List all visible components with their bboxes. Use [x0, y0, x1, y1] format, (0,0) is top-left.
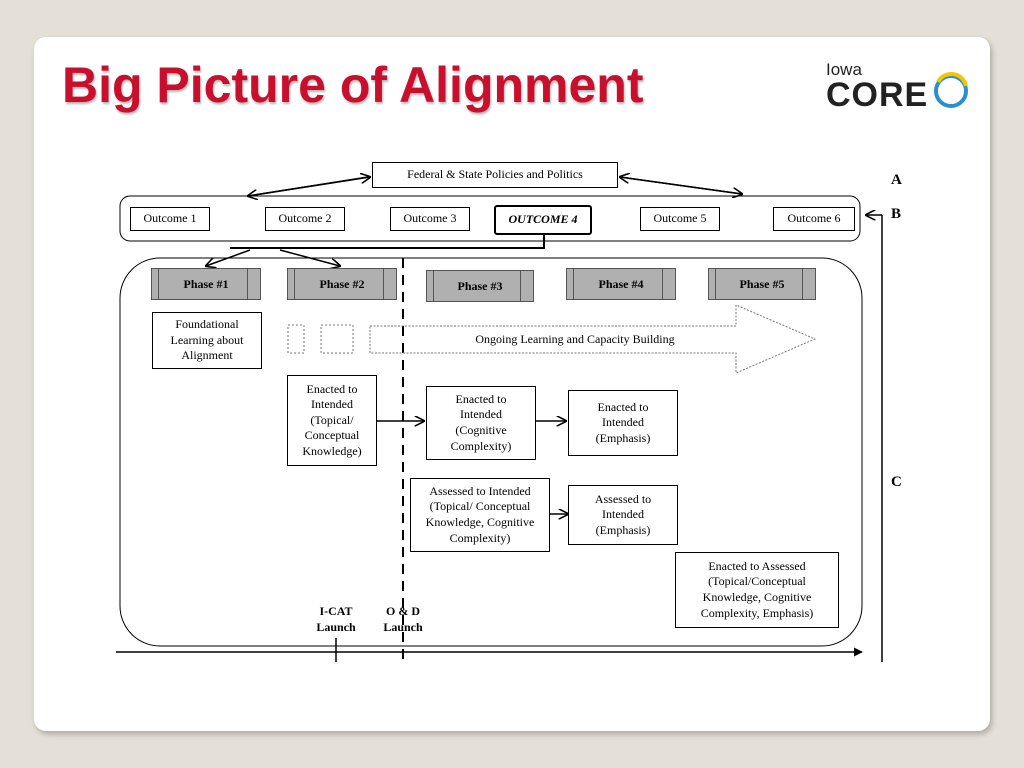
phase-2: Phase #2 [287, 268, 397, 300]
phase-3: Phase #3 [426, 270, 534, 302]
outcome-5: Outcome 5 [640, 207, 720, 231]
phase-1: Phase #1 [151, 268, 261, 300]
logo-small-text: Iowa [826, 60, 862, 79]
outcome-1: Outcome 1 [130, 207, 210, 231]
phase-4: Phase #4 [566, 268, 676, 300]
policies-box: Federal & State Policies and Politics [372, 162, 618, 188]
assessed-emphasis-box: Assessed to Intended (Emphasis) [568, 485, 678, 545]
phases-container [119, 257, 863, 647]
assessed-topical-box: Assessed to Intended (Topical/ Conceptua… [410, 478, 550, 552]
enacted-cognitive-box: Enacted to Intended (Cognitive Complexit… [426, 386, 536, 460]
outcome-6: Outcome 6 [773, 207, 855, 231]
iowa-core-logo: Iowa CORE [826, 60, 976, 120]
phase-5: Phase #5 [708, 268, 816, 300]
logo-ring-icon [934, 71, 968, 108]
label-a: A [891, 172, 902, 188]
icat-launch-label: I-CAT Launch [316, 604, 356, 634]
slide-title: Big Picture of Alignment [62, 57, 644, 113]
logo-big-text: CORE [826, 76, 929, 114]
policy-arrow-right-back [620, 177, 743, 195]
ongoing-learning-arrow [369, 304, 817, 374]
policy-arrow-left-back [247, 177, 370, 197]
label-c: C [891, 474, 902, 490]
outcomes-band [119, 195, 861, 242]
label-b: B [891, 206, 902, 222]
placeholder-box-2 [320, 324, 354, 354]
outcome4-connector [230, 233, 545, 249]
enacted-topical-box: Enacted to Intended (Topical/ Conceptual… [287, 375, 377, 466]
outcome-3: Outcome 3 [390, 207, 470, 231]
od-launch-label: O & D Launch [383, 604, 423, 634]
foundational-learning-box: Foundational Learning about Alignment [152, 312, 262, 369]
placeholder-box-1 [287, 324, 305, 354]
outcome-4: OUTCOME 4 [494, 205, 592, 235]
ongoing-learning-label: Ongoing Learning and Capacity Building [475, 332, 675, 346]
enacted-assessed-box: Enacted to Assessed (Topical/Conceptual … [675, 552, 839, 628]
outcome-2: Outcome 2 [265, 207, 345, 231]
enacted-emphasis-box: Enacted to Intended (Emphasis) [568, 390, 678, 456]
